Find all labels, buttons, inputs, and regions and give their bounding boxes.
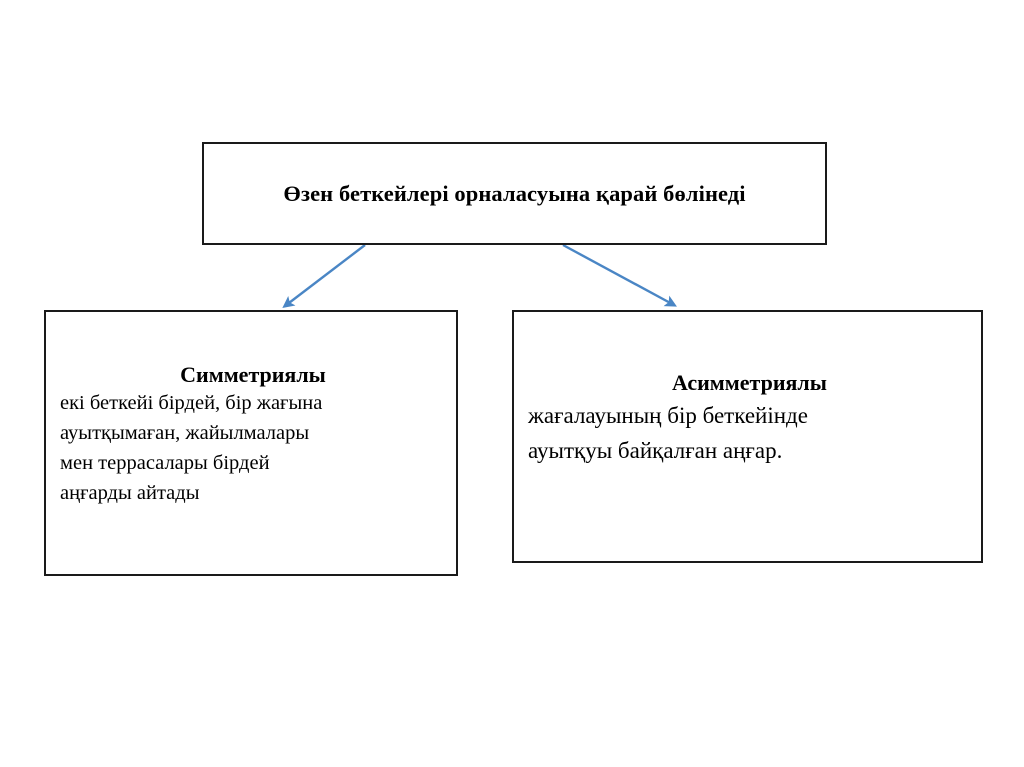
connector-root-to-asymmetrical bbox=[562, 243, 677, 307]
child-box-symmetrical-heading: Симметриялы bbox=[180, 362, 326, 387]
child-box-symmetrical-body: екі беткейі бірдей, бір жағына ауытқымағ… bbox=[60, 389, 446, 509]
child-box-asymmetrical-body: жағалауының бір беткейінде ауытқуы байқа… bbox=[528, 398, 971, 469]
child-box-symmetrical-content: Симметриялы екі беткейі бірдей, бір жағы… bbox=[46, 362, 456, 509]
body-line: екі беткейі бірдей, бір жағына bbox=[60, 391, 323, 414]
child-box-asymmetrical: Асимметриялы жағалауының бір беткейінде … bbox=[512, 310, 983, 563]
root-box: Өзен беткейлері орналасуына қарай бөліне… bbox=[202, 142, 827, 245]
body-line: жағалауының бір беткейінде bbox=[528, 402, 808, 428]
body-line: аңғарды айтады bbox=[60, 481, 200, 504]
root-box-title: Өзен беткейлері орналасуына қарай бөліне… bbox=[283, 180, 746, 206]
child-box-asymmetrical-content: Асимметриялы жағалауының бір беткейінде … bbox=[514, 370, 981, 469]
connector-root-to-symmetrical bbox=[282, 244, 366, 309]
body-line: ауытқуы байқалған аңғар. bbox=[528, 438, 783, 464]
body-line: мен террасалары бірдей bbox=[60, 451, 270, 474]
child-box-symmetrical: Симметриялы екі беткейі бірдей, бір жағы… bbox=[44, 310, 458, 576]
body-line: ауытқымаған, жайылмалары bbox=[60, 421, 310, 444]
child-box-asymmetrical-heading: Асимметриялы bbox=[672, 370, 827, 395]
